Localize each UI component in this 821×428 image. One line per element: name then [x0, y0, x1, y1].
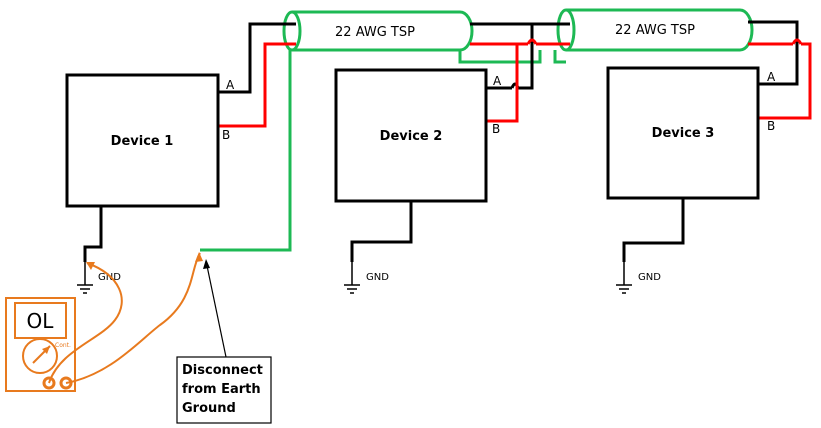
multimeter-display	[14, 302, 67, 339]
cable-1-end	[282, 10, 302, 52]
wire-a-device1	[218, 22, 296, 94]
ground-symbols	[77, 262, 632, 294]
callout-note: Disconnect from Earth Ground	[176, 356, 272, 424]
device-2-pin-a: A	[493, 74, 502, 88]
callout-line-3: Ground	[182, 401, 236, 416]
ground-icon	[344, 262, 360, 294]
cable-2-jacket	[566, 8, 754, 52]
device-2-pin-b: B	[492, 122, 500, 136]
probe-arrow-ground-icon	[86, 262, 95, 270]
probe-lead-shield	[65, 252, 201, 384]
device-3-pin-a: A	[767, 70, 776, 84]
multimeter: OL Cont.	[5, 297, 76, 392]
callout-box	[176, 356, 272, 424]
callout-line-1: Disconnect	[182, 363, 263, 378]
shield-drain-device1	[200, 50, 292, 252]
device-1-pin-b: B	[222, 128, 230, 142]
ground-icon	[616, 262, 632, 294]
device-2-gnd-label: GND	[366, 272, 389, 283]
ground-icon	[77, 262, 93, 294]
device-2: Device 2 A B	[334, 68, 502, 203]
wire-a-device3	[748, 20, 799, 86]
probe-leads	[48, 252, 201, 384]
device-1-pin-a: A	[226, 78, 235, 92]
cable-1: 22 AWG TSP	[282, 10, 474, 52]
device-3-box	[606, 66, 760, 200]
shield-drain-wire	[200, 50, 566, 252]
dial-arrow-icon	[42, 346, 50, 354]
callout-pointer	[205, 260, 227, 358]
ground-wires	[83, 198, 685, 262]
shield-link-2	[553, 50, 566, 64]
device-1-ground-wire	[83, 206, 103, 262]
probe-jack-1[interactable]	[42, 376, 56, 390]
wire-a-device2	[486, 24, 534, 90]
device-3: Device 3 A B	[606, 66, 776, 200]
cable-2-label: 22 AWG TSP	[615, 23, 695, 38]
wire-b-device2	[486, 44, 519, 123]
wire-b	[218, 38, 812, 128]
device-3-ground-wire	[622, 198, 685, 262]
multimeter-dial[interactable]	[22, 338, 58, 374]
multimeter-mode-label: Cont.	[55, 342, 71, 349]
callout-arrow-icon	[203, 259, 210, 269]
cable-2-end	[556, 8, 576, 52]
multimeter-reading: OL	[27, 309, 55, 333]
wire-b-device3-hop	[791, 38, 803, 45]
wire-b-trunk-hop	[526, 38, 538, 45]
device-3-label: Device 3	[652, 126, 715, 141]
callout-line-2: from Earth	[182, 382, 261, 397]
device-1: Device 1 A B	[65, 73, 235, 208]
device-1-label: Device 1	[111, 134, 174, 149]
device-1-gnd-label: GND	[98, 272, 121, 283]
cable-1-label: 22 AWG TSP	[335, 25, 415, 40]
shield-link-1-2	[458, 50, 542, 64]
device-3-gnd-label: GND	[638, 272, 661, 283]
wire-b-device1	[218, 42, 296, 128]
device-3-pin-b: B	[767, 119, 775, 133]
probe-jack-2[interactable]	[59, 376, 73, 390]
probe-arrow-shield-icon	[195, 252, 203, 262]
device-2-ground-wire	[350, 201, 413, 262]
cable-2: 22 AWG TSP	[556, 8, 754, 52]
wire-a	[218, 20, 799, 94]
wire-b-device3	[748, 42, 812, 120]
cable-1-jacket	[292, 10, 474, 52]
device-2-label: Device 2	[380, 129, 443, 144]
device-1-box	[65, 73, 220, 208]
probe-lead-ground	[48, 262, 123, 384]
